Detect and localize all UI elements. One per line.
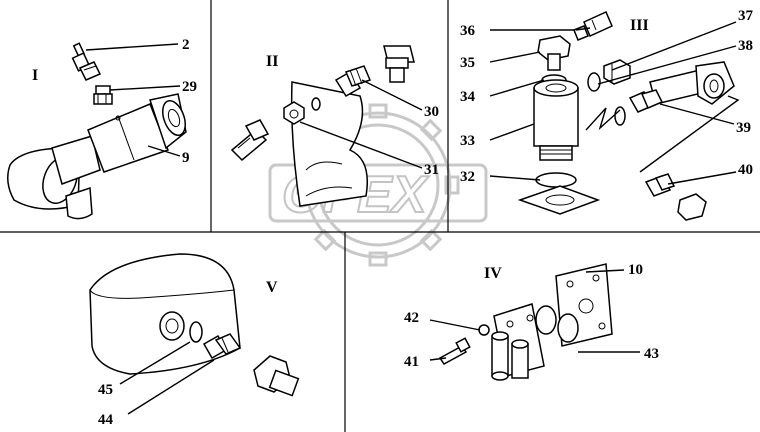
callout-42: 42: [404, 310, 419, 326]
callout-40: 40: [738, 162, 753, 178]
part-35-bolt: [537, 35, 571, 71]
part-43-seals: [535, 305, 579, 343]
callout-2: 2: [182, 37, 190, 53]
callout-34: 34: [460, 89, 476, 105]
callout-10: 10: [628, 262, 643, 278]
section-iii: III: [460, 8, 754, 221]
section-label-iv: IV: [484, 265, 502, 282]
section-label-i: I: [32, 67, 38, 84]
part-housing-v: [89, 253, 241, 375]
callout-35: 35: [460, 55, 475, 71]
part-41-bolt: [438, 337, 471, 365]
callout-45: 45: [98, 382, 113, 398]
callout-37: 37: [738, 8, 754, 24]
section-label-ii: II: [266, 53, 278, 70]
part-2-fitting: [71, 42, 102, 81]
part-37-fitting: [603, 59, 631, 85]
section-i: I 2 29: [7, 37, 197, 220]
part-29-fitting: [93, 85, 113, 105]
bracket-plate: [290, 81, 368, 207]
callout-41: 41: [404, 354, 419, 370]
section-label-v: V: [266, 279, 278, 296]
part-manifold-block: [491, 303, 545, 381]
callout-44: 44: [98, 412, 114, 428]
part-32-base: [517, 172, 601, 215]
part-seal-39: [614, 106, 626, 126]
callout-31: 31: [424, 162, 439, 178]
part-38-seal: [587, 72, 601, 92]
callout-30: 30: [424, 104, 439, 120]
part-40-fitting: [644, 173, 707, 221]
callout-36: 36: [460, 23, 476, 39]
part-33-cartridge: [533, 79, 579, 161]
section-label-iii: III: [630, 17, 649, 34]
section-v: V 45 44: [89, 253, 300, 428]
part-39-fitting: [628, 89, 664, 113]
part-36-fitting: [573, 11, 613, 41]
part-45-washer: [189, 321, 203, 343]
part-9-valve-body: [7, 93, 187, 220]
section-iv: IV 10: [404, 262, 659, 381]
part-nut-v: [253, 355, 300, 397]
part-bolt-ii: [230, 119, 270, 162]
callout-38: 38: [738, 38, 753, 54]
part-elbow: [649, 61, 735, 105]
callout-29: 29: [182, 79, 197, 95]
callout-39: 39: [736, 120, 751, 136]
part-42-washer: [478, 324, 490, 336]
part-cap-nut-ii: [383, 45, 415, 83]
callout-32: 32: [460, 169, 475, 185]
section-ii: II 30 31: [230, 45, 439, 207]
part-44-fitting: [202, 333, 242, 360]
part-31-washer-nut: [283, 101, 305, 125]
callout-9: 9: [182, 150, 190, 166]
callout-33: 33: [460, 133, 475, 149]
callout-43: 43: [644, 346, 659, 362]
